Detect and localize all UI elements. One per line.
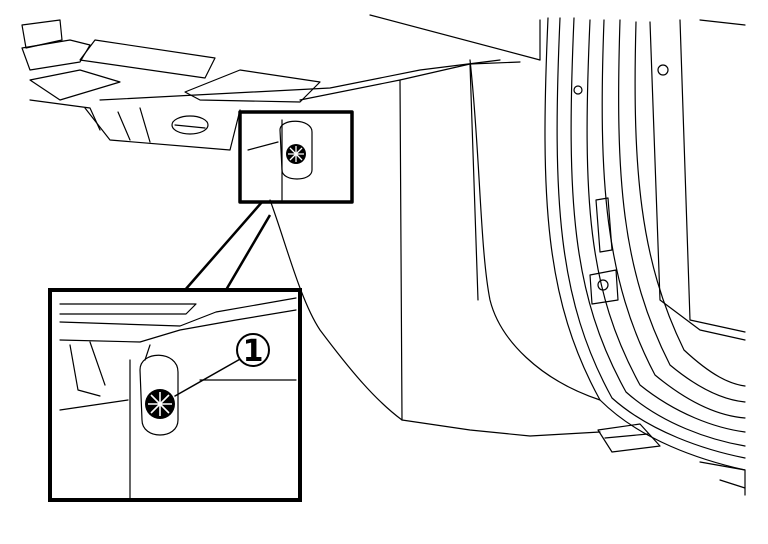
- callout-1: 1: [236, 333, 270, 369]
- locator-box: [238, 110, 354, 204]
- clip-fastener-icon: [286, 144, 306, 164]
- side-trim-panel: [269, 59, 601, 437]
- door-opening-weatherstrip: [369, 14, 746, 496]
- callout-number: 1: [243, 334, 264, 369]
- detail-box: 1: [48, 288, 302, 502]
- clip-fastener-detail-icon: [145, 389, 175, 419]
- dashboard-underside: [21, 19, 501, 151]
- leader-line: [183, 201, 272, 292]
